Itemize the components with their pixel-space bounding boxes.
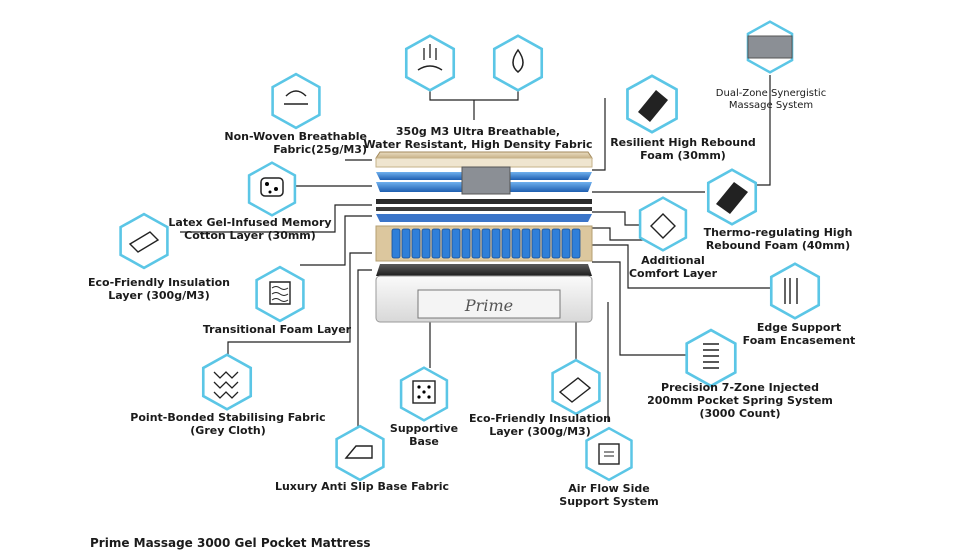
mattress-brand: Prime (464, 296, 513, 315)
transitional-foam-icon (255, 265, 305, 323)
supportive-base-icon (399, 366, 449, 422)
latex-gel-icon (247, 161, 297, 217)
anti-slip-base-icon (335, 424, 385, 482)
label-point-bonded: Point-Bonded Stabilising Fabric(Grey Clo… (130, 411, 326, 437)
footer-title: Prime Massage 3000 Gel Pocket Mattress (90, 536, 371, 550)
resilient-foam-icon (626, 74, 678, 134)
massage-insert (461, 166, 511, 195)
insulation-bottom-icon (551, 358, 601, 416)
breathable-fabric-icon (404, 34, 456, 92)
point-bonded-fabric-icon (201, 353, 253, 411)
label-top-fabric: 350g M3 Ultra Breathable,Water Resistant… (363, 125, 593, 151)
pocket-spring-icon (685, 328, 737, 388)
non-woven-fabric-icon (271, 72, 321, 130)
label-anti-slip: Luxury Anti Slip Base Fabric (274, 480, 450, 493)
edge-support-icon (769, 262, 821, 320)
label-transitional: Transitional Foam Layer (202, 323, 352, 336)
water-drop-icon (492, 34, 544, 92)
massage-nodes-icon (746, 20, 794, 74)
comfort-layer-icon (638, 196, 688, 252)
connector-lines (180, 75, 771, 428)
pocket-springs (391, 228, 581, 259)
insulation-layer-icon (119, 212, 169, 270)
air-flow-icon (585, 426, 633, 482)
mattress-stack: Prime (375, 151, 593, 323)
thermo-foam-icon (706, 168, 758, 226)
